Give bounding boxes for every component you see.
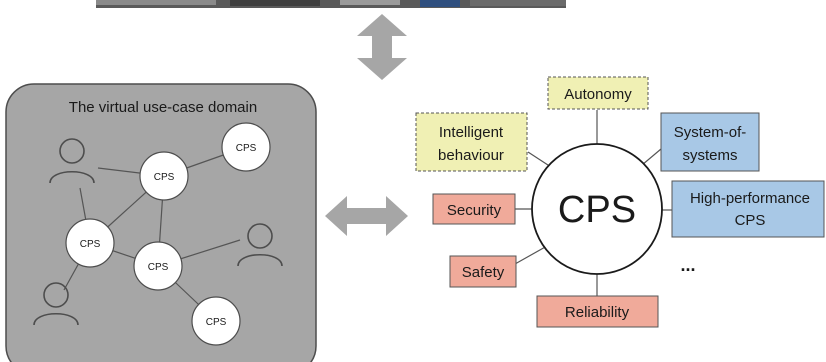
property-reliability: Reliability: [536, 295, 659, 328]
person-icon: [33, 282, 79, 326]
svg-text:behaviour: behaviour: [438, 147, 504, 164]
svg-text:Safety: Safety: [462, 264, 505, 281]
svg-text:CPS: CPS: [80, 239, 101, 250]
svg-text:CPS: CPS: [735, 212, 766, 229]
svg-text:High-performance: High-performance: [690, 190, 810, 207]
cps-node: CPS: [65, 218, 115, 268]
cps-node: CPS: [191, 296, 241, 346]
property-safety: Safety: [449, 255, 517, 288]
panel-title: The virtual use-case domain: [69, 99, 257, 116]
property-autonomy: Autonomy: [547, 76, 649, 110]
person-icon: [237, 223, 283, 267]
virtual-use-case-domain-panel: The virtual use-case domain: [5, 83, 317, 362]
cps-properties-diagram: CPS Autonomy Intelligent behaviour Syste…: [415, 76, 825, 328]
cps-hub-label: CPS: [558, 189, 636, 231]
property-system-of-systems: System-of- systems: [660, 112, 760, 172]
svg-text:Intelligent: Intelligent: [439, 124, 504, 141]
svg-text:Security: Security: [447, 202, 502, 219]
cps-node: CPS: [221, 122, 271, 172]
property-intelligent-behaviour: Intelligent behaviour: [415, 112, 528, 172]
svg-text:System-of-: System-of-: [674, 124, 747, 141]
cps-hub: CPS: [531, 143, 663, 275]
svg-text:Autonomy: Autonomy: [564, 86, 632, 103]
svg-text:CPS: CPS: [148, 262, 169, 273]
cps-node: CPS: [133, 241, 183, 291]
svg-text:CPS: CPS: [236, 143, 257, 154]
property-security: Security: [432, 193, 516, 225]
more-ellipsis: ...: [680, 255, 695, 275]
vertical-double-arrow: [357, 14, 407, 80]
svg-text:systems: systems: [682, 147, 737, 164]
svg-text:CPS: CPS: [206, 317, 227, 328]
svg-text:Reliability: Reliability: [565, 304, 630, 321]
cps-node: CPS: [139, 151, 189, 201]
person-icon: [49, 138, 95, 184]
top-photo-strip: [96, 0, 566, 8]
property-high-performance-cps: High-performance CPS: [671, 180, 825, 238]
svg-text:CPS: CPS: [154, 172, 175, 183]
horizontal-double-arrow: [325, 196, 408, 236]
